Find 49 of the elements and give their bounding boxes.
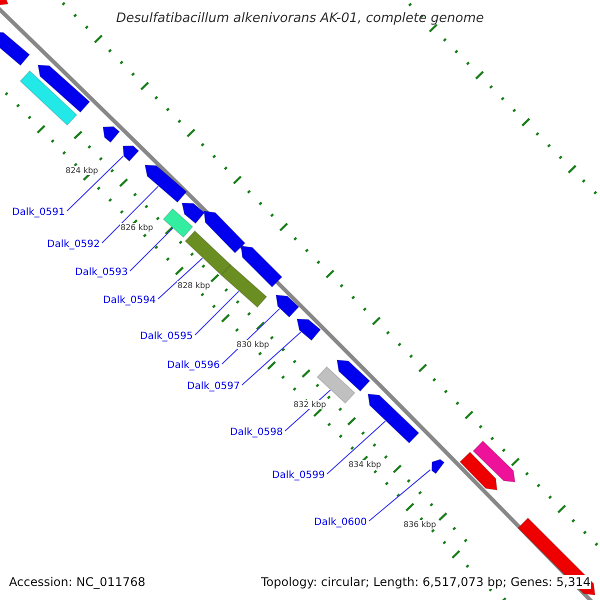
gene-label: Dalk_0600 [314, 516, 367, 528]
gene-label: Dalk_0591 [12, 206, 65, 218]
leader-line [368, 469, 431, 522]
gene-feature [0, 31, 30, 66]
scale-tick-label: 834 kbp [348, 460, 382, 468]
gene-label: Dalk_0594 [103, 294, 156, 306]
gene-label: Dalk_0596 [167, 360, 220, 370]
scale-tick-label: 828 kbp [176, 280, 212, 290]
scale-tick-label: 836 kbp [402, 520, 438, 528]
gene-bar [184, 230, 232, 276]
leader-line [222, 308, 280, 364]
leader-line [194, 290, 240, 336]
gene-label: Dalk_0598 [230, 426, 283, 438]
gene-label: Dalk_0597 [187, 380, 240, 392]
leader-line [102, 186, 159, 244]
gene-feature [37, 64, 90, 113]
scale-tick-label: 826 kbp [120, 222, 154, 232]
gene-bar [20, 70, 78, 126]
diagram-title: Desulfatibacillum alkenivorans AK-01, complete genome [115, 10, 485, 26]
gene-feature [431, 458, 445, 474]
gene-label: Dalk_0593 [75, 266, 128, 278]
gene-feature [0, 0, 9, 6]
leader-line [130, 228, 174, 272]
gene-label: Dalk_0595 [140, 330, 193, 342]
gene-feature [336, 359, 370, 392]
gene-feature [102, 126, 120, 144]
gene-feature [472, 440, 516, 483]
gene-feature [296, 318, 322, 342]
gene-feature [122, 145, 140, 162]
leader-line [66, 156, 124, 212]
gene-feature [459, 451, 498, 491]
gene-feature [203, 210, 246, 254]
gene-label: Dalk_0592 [47, 238, 100, 250]
gene-bar [220, 264, 268, 308]
leader-line [242, 332, 302, 386]
scale-tick-label: 832 kbp [292, 400, 328, 408]
leader-line [158, 258, 203, 300]
gene-feature [240, 245, 283, 288]
gene-feature [367, 393, 420, 444]
leader-line [326, 420, 386, 474]
gene-bar [162, 208, 194, 238]
scale-tick-label: 830 kbp [236, 340, 270, 348]
footer-text: Accession: NC_011768 [9, 575, 146, 589]
gene-feature [181, 202, 206, 224]
gene-feature [144, 164, 188, 203]
footer-text: Topology: circular; Length: 6,517,073 bp; Genes: 5,314 [261, 575, 591, 589]
gene-feature [275, 294, 300, 318]
scale-tick-label: 824 kbp [64, 166, 100, 174]
gene-label: Dalk_0599 [272, 470, 325, 480]
